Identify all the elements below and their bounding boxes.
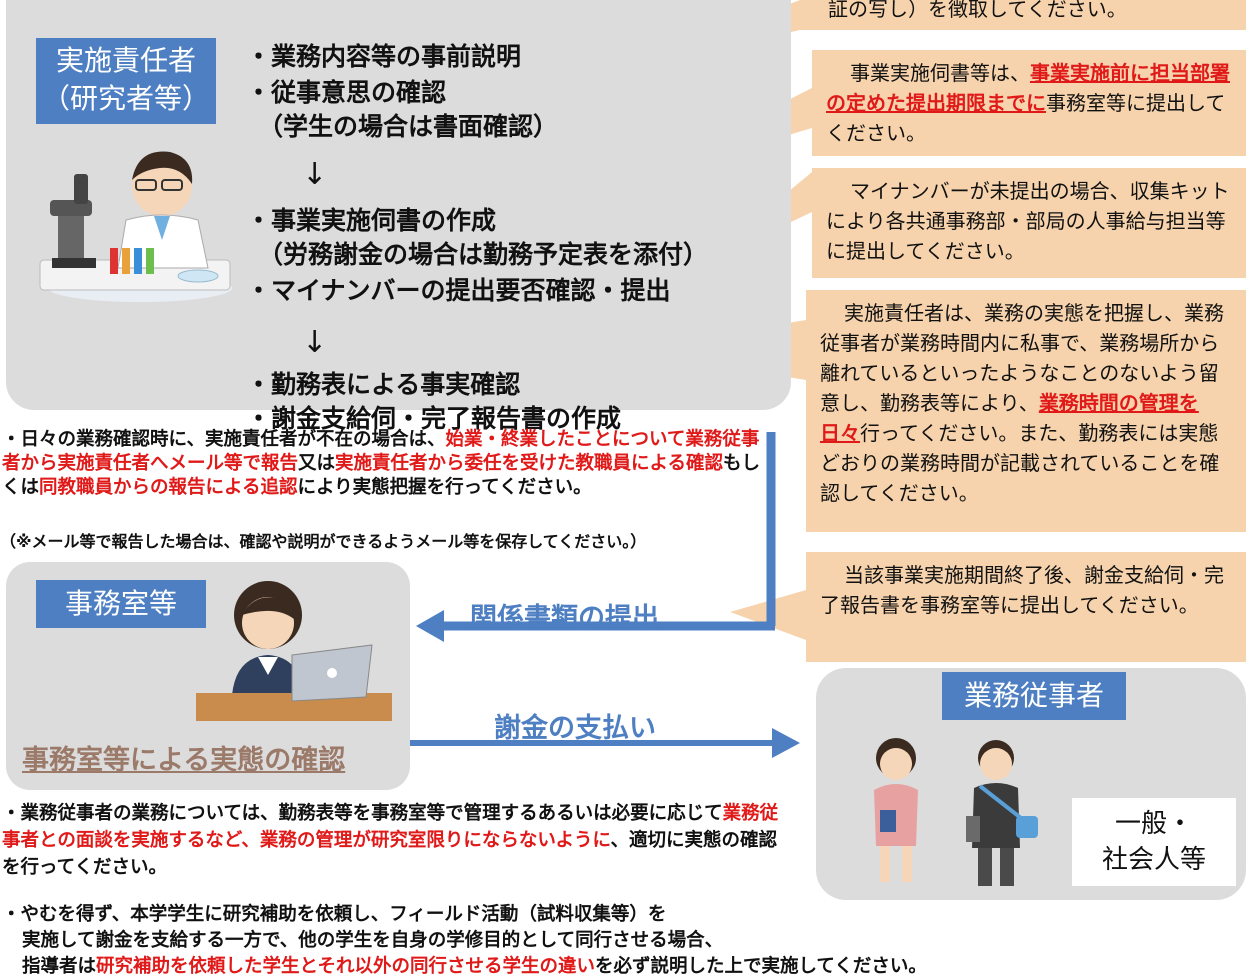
- role-label-line2: （研究者等）: [41, 82, 210, 115]
- office-label: 事務室等: [36, 580, 206, 628]
- researcher-steps: ・業務内容等の事前説明 ・従事意思の確認 （学生の場合は書面確認） ↓ ・事業実…: [246, 40, 786, 436]
- worker-type-line2: 社会人等: [1101, 845, 1206, 875]
- step-prior-explanation: ・業務内容等の事前説明: [246, 42, 522, 71]
- note-mynumber: マイナンバーが未提出の場合、収集キットにより各共通事務部・部局の人事給与担当等に…: [812, 168, 1246, 278]
- field-activity-note: ・やむを得ず、本学学生に研究補助を依頼し、フィールド活動（試料収集等）を 実施し…: [2, 902, 1252, 980]
- note-completion-report: 当該事業実施期間終了後、謝金支給伺・完了報告書を事務室等に提出してください。: [806, 552, 1246, 662]
- office-staff-illustration: [196, 581, 392, 721]
- note-submission-deadline: 事業実施伺書等は、事業実施前に担当部署の定めた提出期限までに事務室等に提出してく…: [812, 50, 1246, 156]
- email-retention-note: （※メール等で報告した場合は、確認や説明ができるようメール等を保存してください。…: [0, 532, 647, 551]
- researcher-role-label: 実施責任者 （研究者等）: [36, 38, 216, 124]
- step-attach-work-schedule: （労務謝金の場合は勤務予定表を添付）: [258, 240, 709, 269]
- worker-type-line1: 一般・: [1114, 809, 1193, 839]
- step-implementation-request: ・事業実施伺書の作成: [246, 206, 497, 235]
- worker-figures-illustration: [874, 738, 1038, 886]
- field-activity-line3: 指導者は研究補助を依頼した学生とそれ以外の同行させる学生の違いを必ず説明した上で…: [22, 956, 927, 977]
- note-deadline-emphasis: 事業実施前に担当部署の定めた提出期限までに: [826, 61, 1230, 115]
- payment-label: 謝金の支払い: [494, 713, 656, 744]
- step-attendance-fact-check: ・勤務表による事実確認: [246, 370, 521, 399]
- step-payment-completion-report: ・謝金支給伺・完了報告書の作成: [246, 404, 622, 433]
- office-management-note: ・業務従事者の業務については、勤務表等を事務室等で管理するあるいは必要に応じて業…: [2, 803, 779, 878]
- field-activity-line1: ・やむを得ず、本学学生に研究補助を依頼し、フィールド活動（試料収集等）を: [2, 904, 667, 925]
- step-student-written-confirmation: （学生の場合は書面確認）: [258, 112, 559, 141]
- researcher-microscope-illustration: [39, 151, 232, 302]
- worker-type-box: 一般・ 社会人等: [1072, 798, 1236, 886]
- worker-label: 業務従事者: [942, 672, 1126, 720]
- step-intent-confirmation: ・従事意思の確認: [246, 78, 447, 107]
- step-arrow-1: ↓: [302, 157, 328, 192]
- document-submission-label: 関係書類の提出: [470, 603, 659, 634]
- field-activity-line2: 実施して謝金を支給する一方で、他の学生を自身の学修目的として同行させる場合、: [22, 930, 724, 951]
- daily-check-note: ・日々の業務確認時に、実施責任者が不在の場合は、始業・終業したことについて業務従…: [2, 429, 760, 498]
- step-arrow-2: ↓: [302, 325, 328, 360]
- role-label-line1: 実施責任者: [55, 44, 196, 77]
- note-work-time-management: 実施責任者は、業務の実態を把握し、業務従事者が業務時間内に私事で、業務場所から離…: [806, 290, 1246, 532]
- note-certificate-copy: 証の写し）を徴取してください。: [800, 0, 1246, 30]
- note-daily-management-emphasis: 業務時間の管理を日々: [820, 391, 1199, 445]
- step-mynumber-submission: ・マイナンバーの提出要否確認・提出: [246, 276, 671, 305]
- office-confirmation-label: 事務室等による実態の確認: [22, 745, 346, 776]
